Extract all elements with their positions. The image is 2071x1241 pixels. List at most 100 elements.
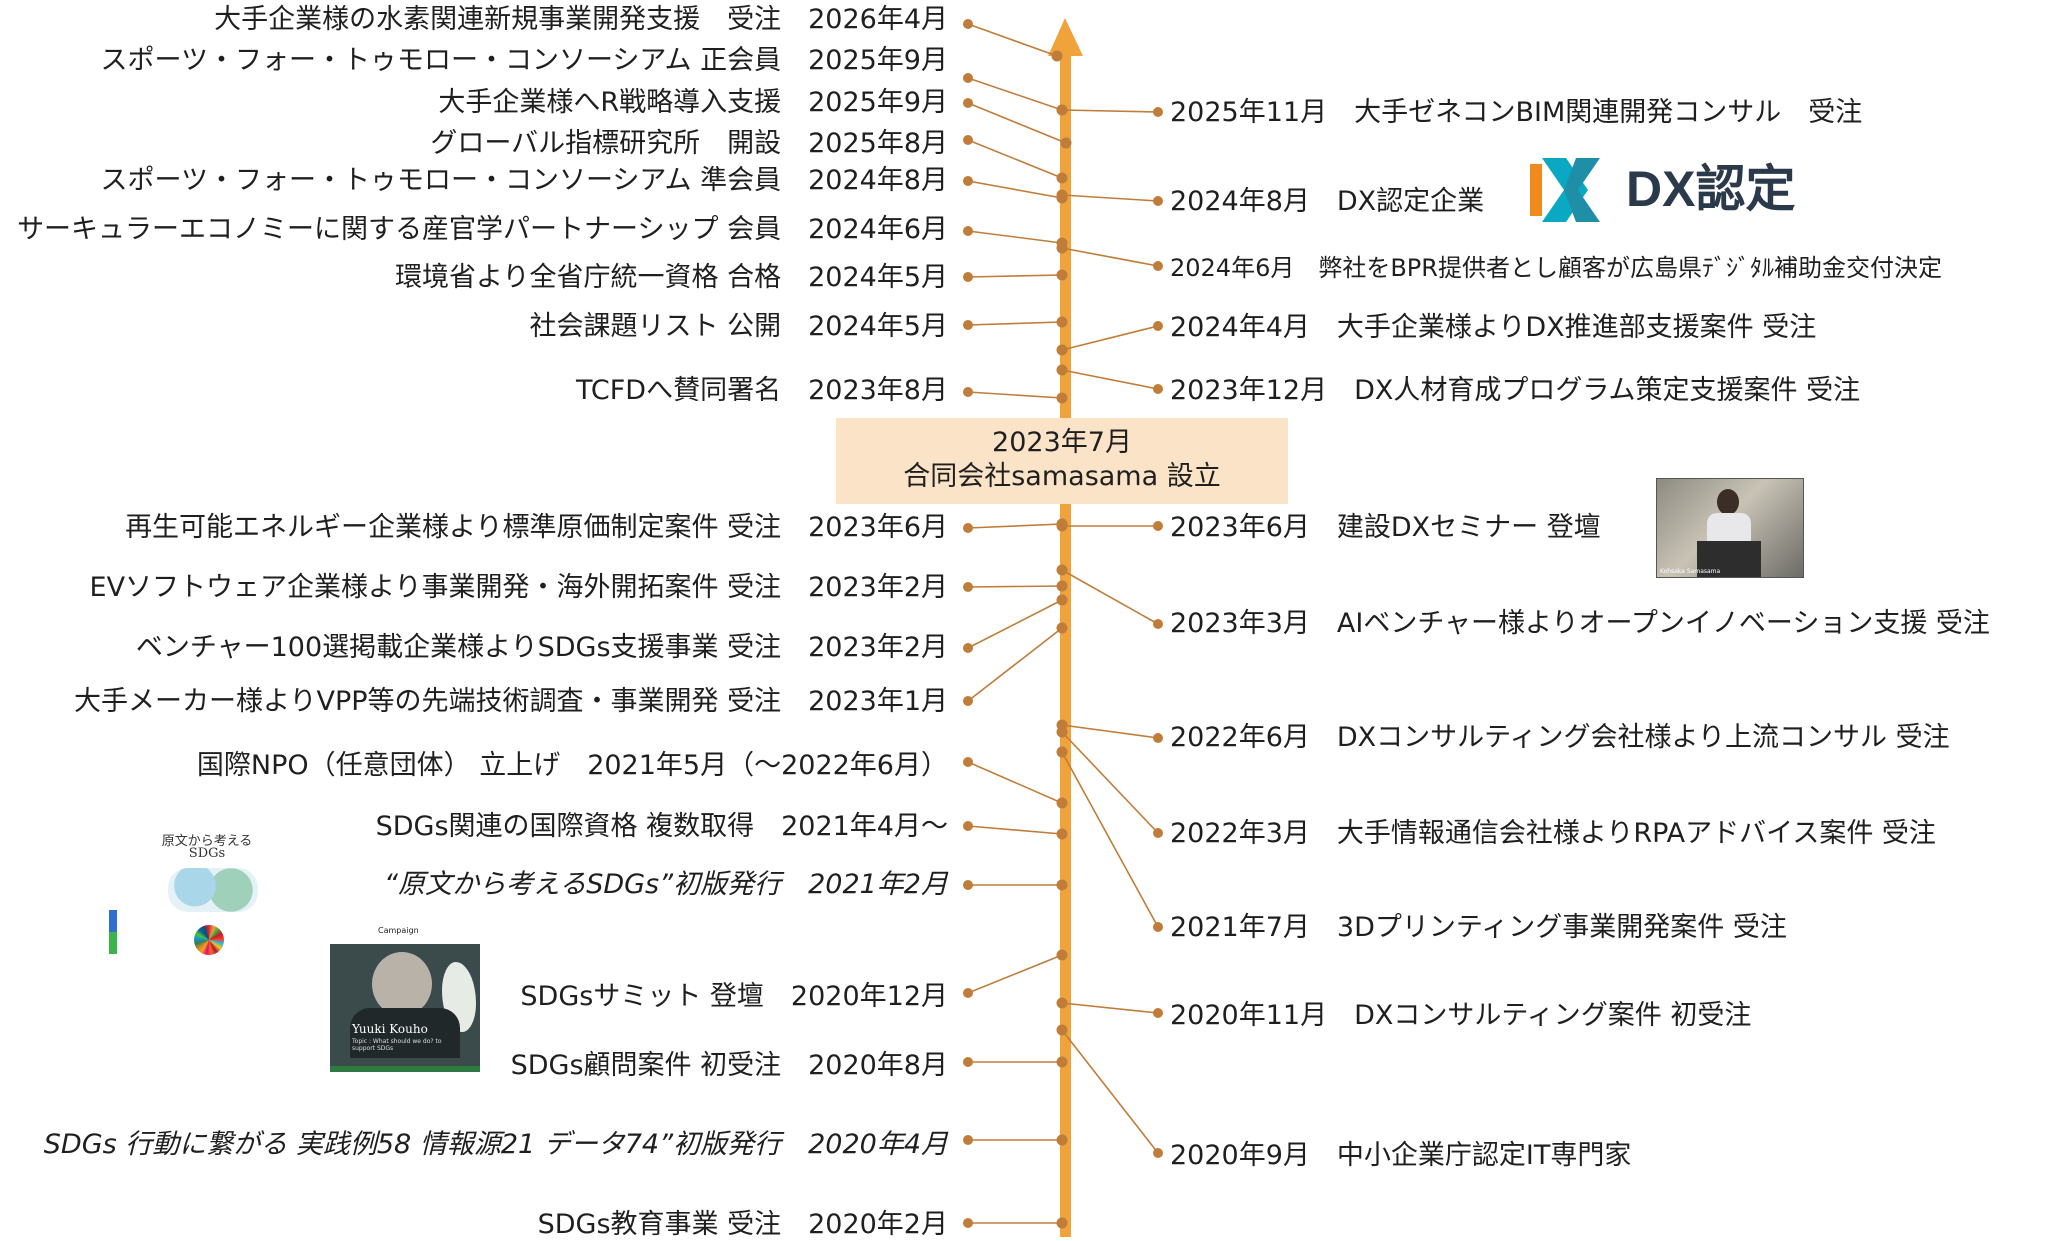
left-connector-line xyxy=(967,77,1063,111)
right-connector-line xyxy=(1061,569,1159,625)
left-event-dot xyxy=(963,320,973,330)
left-connector-line xyxy=(967,627,1063,702)
right-connector-line xyxy=(1061,247,1159,267)
left-connector-line xyxy=(967,139,1063,179)
left-event-dot xyxy=(963,643,973,653)
left-connector-line xyxy=(967,23,1058,57)
left-connector-line xyxy=(967,523,1063,529)
right-event-dot xyxy=(1153,521,1163,531)
axis-node-dot xyxy=(1056,1217,1068,1229)
left-event-dot xyxy=(963,1218,973,1228)
left-event-label: EVソフトウェア企業様より事業開発・海外開拓案件 受注 2023年2月 xyxy=(89,572,948,603)
right-event-dot xyxy=(1153,619,1163,629)
left-connector-line xyxy=(967,321,1063,326)
left-event-label: 大手企業様の水素関連新規事業開発支援 受注 2026年4月 xyxy=(214,4,948,35)
left-event-label: 再生可能エネルギー企業様より標準原価制定案件 受注 2023年6月 xyxy=(125,512,948,543)
right-connector-line xyxy=(1061,751,1159,928)
right-connector-line xyxy=(1061,724,1159,739)
axis-node-dot xyxy=(1056,189,1068,201)
axis-node-dot xyxy=(1056,520,1068,532)
left-event-dot xyxy=(963,880,973,890)
axis-node-dot xyxy=(1056,242,1068,254)
left-event-label: 大手企業様へR戦略導入支援 2025年9月 xyxy=(438,87,948,118)
left-connector-line xyxy=(967,825,1063,835)
book-spine-graphic xyxy=(109,910,117,954)
right-event-label: 2024年8月 DX認定企業 xyxy=(1170,186,1485,217)
axis-node-dot xyxy=(1056,564,1068,576)
left-connector-line xyxy=(967,274,1063,278)
axis-node-dot xyxy=(1056,746,1068,758)
left-event-dot xyxy=(963,1057,973,1067)
axis-node-dot xyxy=(1060,137,1072,149)
left-connector-line xyxy=(967,391,1063,399)
axis-node-dot xyxy=(1056,269,1068,281)
founding-date: 2023年7月 xyxy=(992,427,1132,458)
axis-node-dot xyxy=(1056,316,1068,328)
right-event-label: 2023年3月 AIベンチャー様よりオープンイノベーション支援 受注 xyxy=(1170,608,1990,639)
seminar-photo: Kohsaka Samasama xyxy=(1656,478,1804,578)
left-event-dot xyxy=(963,272,973,282)
left-connector-line xyxy=(967,230,1063,244)
right-event-label: 2023年12月 DX人材育成プログラム策定支援案件 受注 xyxy=(1170,375,1861,406)
left-event-label: 大手メーカー様よりVPP等の先端技術調査・事業開発 受注 2023年1月 xyxy=(74,686,948,717)
right-event-label: 2020年9月 中小企業庁認定IT専門家 xyxy=(1170,1140,1632,1171)
world-map-graphic xyxy=(168,868,258,912)
right-connector-line xyxy=(1061,194,1159,202)
founding-company: 合同会社samasama 設立 xyxy=(903,461,1221,492)
right-event-dot xyxy=(1153,733,1163,743)
axis-node-dot xyxy=(1056,622,1068,634)
book-cover-image: 原文から考える SDGs xyxy=(109,830,277,965)
left-connector-line xyxy=(967,599,1063,649)
left-event-dot xyxy=(963,135,973,145)
right-event-dot xyxy=(1153,922,1163,932)
timeline-axis xyxy=(1060,52,1071,1237)
axis-node-dot xyxy=(1056,1134,1068,1146)
right-event-label: 2025年11月 大手ゼネコンBIM関連開発コンサル 受注 xyxy=(1170,97,1863,128)
right-event-label: 2020年11月 DXコンサルティング案件 初受注 xyxy=(1170,1000,1752,1031)
axis-node-dot xyxy=(1056,828,1068,840)
left-event-label: 国際NPO（任意団体） 立上げ 2021年5月（～2022年6月） xyxy=(196,750,948,781)
left-event-label: グローバル指標研究所 開設 2025年8月 xyxy=(430,128,948,159)
axis-node-dot xyxy=(1056,797,1068,809)
speaker-portrait xyxy=(372,952,432,1016)
axis-node-dot xyxy=(1056,1024,1068,1036)
left-event-label: “原文から考えるSDGs”初版発行 2021年2月 xyxy=(384,869,948,900)
axis-node-dot xyxy=(1056,726,1068,738)
axis-node-dot xyxy=(1051,50,1063,62)
right-event-dot xyxy=(1153,321,1163,331)
left-connector-line xyxy=(967,761,1063,804)
dx-logo-text: DX認定 xyxy=(1626,161,1795,217)
axis-node-dot xyxy=(1056,344,1068,356)
left-event-dot xyxy=(963,98,973,108)
right-connector-line xyxy=(1061,1002,1159,1014)
right-event-label: 2022年3月 大手情報通信会社様よりRPAアドバイス案件 受注 xyxy=(1170,818,1936,849)
left-event-label: SDGsサミット 登壇 2020年12月 xyxy=(520,981,948,1012)
axis-node-dot xyxy=(1056,594,1068,606)
seminar-caption: Kohsaka Samasama xyxy=(1660,568,1721,575)
left-event-dot xyxy=(963,523,973,533)
right-event-dot xyxy=(1153,1148,1163,1158)
left-event-dot xyxy=(963,1135,973,1145)
right-connector-line xyxy=(1061,731,1159,834)
axis-node-dot xyxy=(1056,172,1068,184)
right-event-dot xyxy=(1153,196,1163,206)
dx-certification-logo: DX認定 xyxy=(1530,158,1795,222)
left-event-dot xyxy=(963,821,973,831)
left-event-dot xyxy=(963,176,973,186)
book-title-line2: SDGs xyxy=(188,846,226,861)
timeline-arrowhead xyxy=(1048,18,1083,56)
book-title-line1: 原文から考える xyxy=(161,834,253,849)
axis-node-dot xyxy=(1056,997,1068,1009)
left-event-label: 環境省より全省庁統一資格 合格 2024年5月 xyxy=(395,262,948,293)
left-event-label: SDGs 行動に繋がる 実践例58 情報源21 データ74”初版発行 2020年… xyxy=(43,1129,948,1160)
left-event-label: SDGs関連の国際資格 複数取得 2021年4月～ xyxy=(375,811,948,842)
right-event-dot xyxy=(1153,261,1163,271)
sdgs-summit-speaker-image: Campaign Yuuki Kouho Topic : What should… xyxy=(330,922,480,1072)
axis-node-dot xyxy=(1056,392,1068,404)
right-event-dot xyxy=(1153,107,1163,117)
right-event-dot xyxy=(1153,1008,1163,1018)
axis-node-dot xyxy=(1056,949,1068,961)
left-event-label: ベンチャー100選掲載企業様よりSDGs支援事業 受注 2023年2月 xyxy=(135,632,948,663)
